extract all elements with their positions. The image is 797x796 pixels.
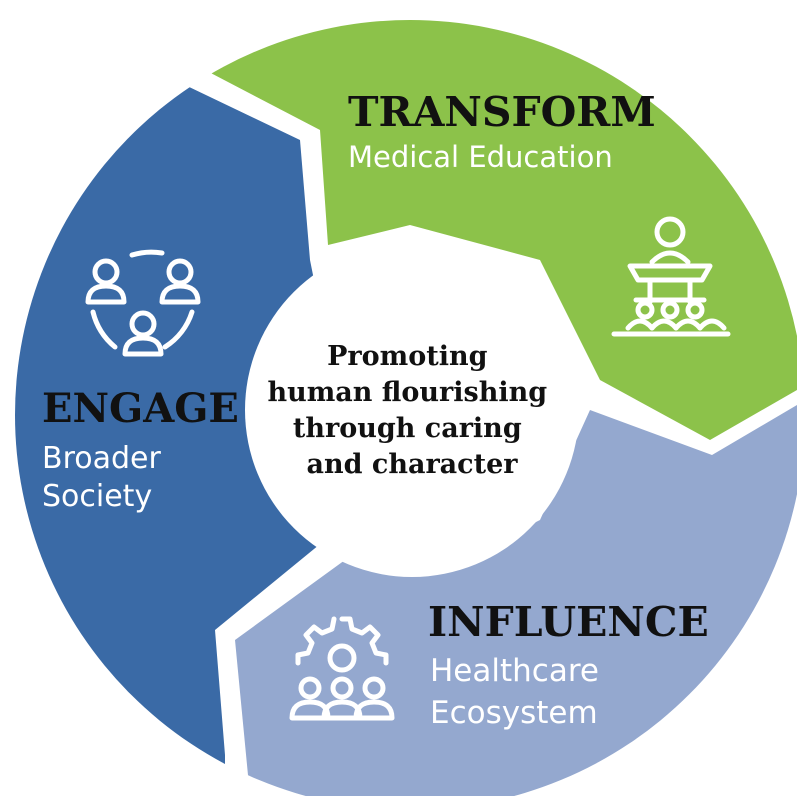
transform-segment [205,20,797,440]
engage-subtitle-line: Broader [42,441,161,476]
center-line: and character [306,449,518,480]
influence-title: INFLUENCE [428,598,709,646]
center-circle [245,243,579,577]
influence-subtitle-line: Healthcare [430,653,599,689]
lecture-podium-icon [611,216,731,337]
transform-subtitle: Medical Education [348,140,613,174]
influence-subtitle-line: Ecosystem [430,695,598,731]
influence-subtitle: Healthcare Ecosystem [430,653,609,731]
center-line: human flourishing [267,377,547,408]
transform-title: TRANSFORM [348,88,656,136]
engage-segment [15,20,330,796]
engage-subtitle-line: Society [42,479,152,514]
center-statement: Promoting human flourishing through cari… [267,341,556,480]
center-line: Promoting [327,341,487,372]
community-circle-icon [85,249,201,357]
engage-subtitle: Broader Society [42,441,170,514]
gear-people-icon [289,616,395,721]
center-line: through caring [293,413,522,444]
engage-title: ENGAGE [42,385,239,432]
